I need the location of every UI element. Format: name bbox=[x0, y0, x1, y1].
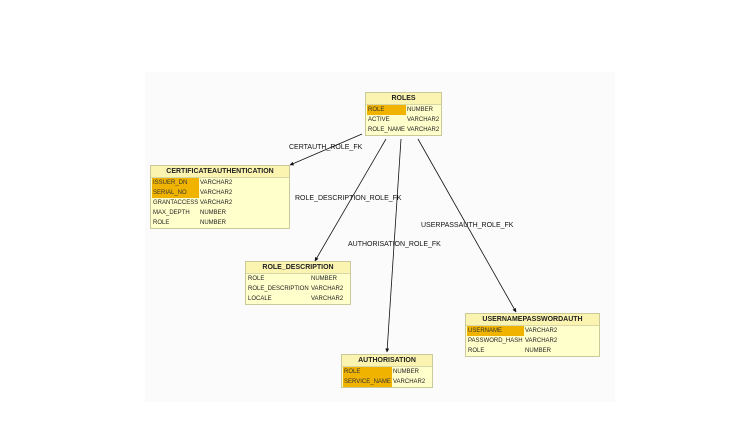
column-name: MAX_DEPTH bbox=[153, 210, 190, 216]
column-row: ROLE NUMBER bbox=[246, 274, 350, 284]
column-name: ACTIVE bbox=[368, 117, 390, 123]
column-type: NUMBER bbox=[393, 369, 420, 375]
column-row: LOCALE VARCHAR2 bbox=[246, 294, 350, 304]
column-row: MAX_DEPTH NUMBER bbox=[151, 208, 289, 218]
entity-title: ROLES bbox=[366, 93, 441, 105]
entity-title: AUTHORISATION bbox=[342, 355, 432, 367]
key-column-name: SERIAL_NO bbox=[152, 188, 199, 198]
edge-userpassauth-role-fk bbox=[417, 138, 517, 313]
column-type: VARCHAR2 bbox=[407, 127, 440, 133]
column-type: VARCHAR2 bbox=[525, 338, 558, 344]
column-type: VARCHAR2 bbox=[311, 286, 344, 292]
column-type: VARCHAR2 bbox=[200, 200, 233, 206]
column-name: ROLE bbox=[153, 220, 170, 226]
edge-label-authorisation-role-fk: AUTHORISATION_ROLE_FK bbox=[348, 241, 441, 248]
edge-label-certauth-role-fk: CERTAUTH_ROLE_FK bbox=[289, 144, 363, 151]
column-type: NUMBER bbox=[311, 276, 338, 282]
entity-title: ROLE_DESCRIPTION bbox=[246, 262, 350, 274]
column-type: VARCHAR2 bbox=[200, 180, 233, 186]
column-type: NUMBER bbox=[525, 348, 552, 354]
column-name: ROLE bbox=[248, 276, 265, 282]
column-name: ROLE_DESCRIPTION bbox=[248, 286, 309, 292]
column-row: ACTIVE VARCHAR2 bbox=[366, 115, 441, 125]
key-column-name: ISSUER_DN bbox=[152, 178, 199, 188]
column-type: NUMBER bbox=[200, 220, 227, 226]
key-column-name: ROLE bbox=[343, 367, 392, 377]
column-type: VARCHAR2 bbox=[200, 190, 233, 196]
edge-certauth-role-fk bbox=[289, 133, 363, 166]
edge-label-userpassauth-role-fk: USERPASSAUTH_ROLE_FK bbox=[421, 222, 514, 229]
edge-role-description-role-fk bbox=[314, 138, 387, 262]
column-type: NUMBER bbox=[200, 210, 227, 216]
key-column-name: SERVICE_NAME bbox=[343, 377, 392, 387]
column-row: ROLE NUMBER bbox=[151, 218, 289, 228]
column-name: GRANTACCESS bbox=[153, 200, 199, 206]
edge-label-role-description-role-fk: ROLE_DESCRIPTION_ROLE_FK bbox=[295, 195, 402, 202]
key-column-name: ROLE bbox=[367, 105, 406, 115]
column-name: LOCALE bbox=[248, 296, 272, 302]
key-column-name: USERNAME bbox=[467, 326, 524, 336]
column-type: NUMBER bbox=[407, 107, 434, 113]
column-type: VARCHAR2 bbox=[311, 296, 344, 302]
column-name: ROLE_NAME bbox=[368, 127, 406, 133]
entity-title: USERNAMEPASSWORDAUTH bbox=[466, 314, 599, 326]
edge-authorisation-role-fk bbox=[385, 138, 402, 353]
column-name: PASSWORD_HASH bbox=[468, 338, 523, 344]
column-type: VARCHAR2 bbox=[407, 117, 440, 123]
column-type: VARCHAR2 bbox=[393, 379, 426, 385]
column-type: VARCHAR2 bbox=[525, 328, 558, 334]
column-row: ROLE NUMBER bbox=[466, 346, 599, 356]
column-name: ROLE bbox=[468, 348, 485, 354]
entity-title: CERTIFICATEAUTHENTICATION bbox=[151, 166, 289, 178]
